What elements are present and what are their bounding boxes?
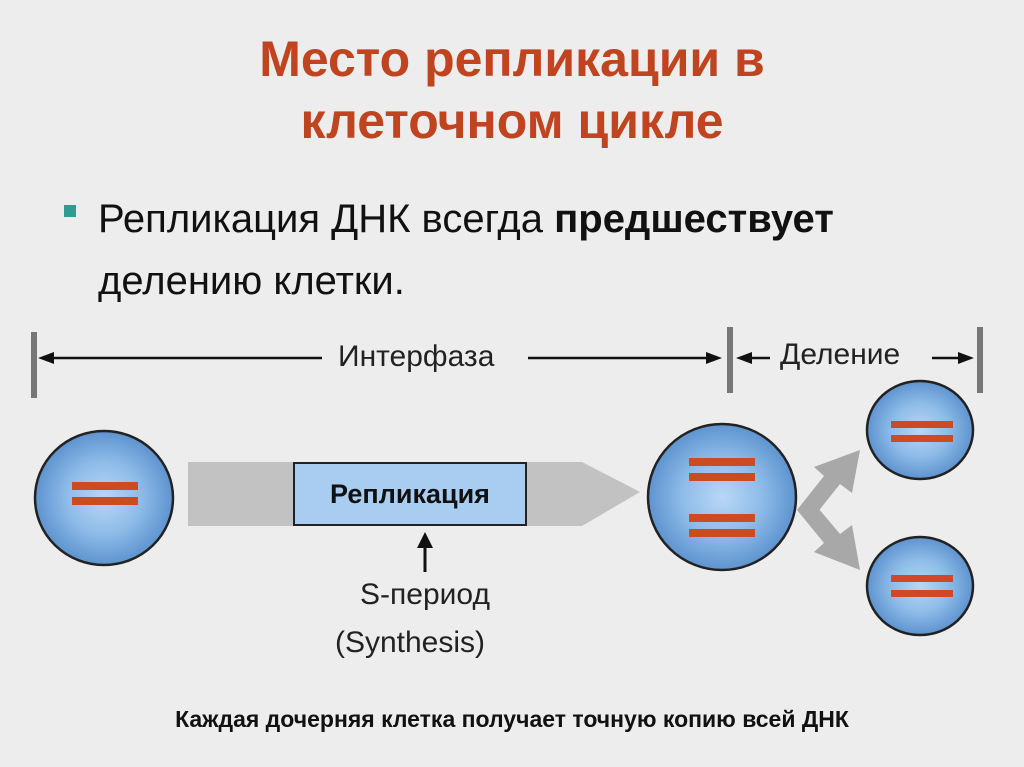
daughter-cell-bottom bbox=[865, 535, 975, 637]
bullet-text-end: делению клетки. bbox=[98, 259, 405, 303]
replication-box: Репликация bbox=[293, 462, 527, 526]
interphase-span-arrow bbox=[38, 352, 722, 364]
synthesis-label: (Synthesis) bbox=[334, 626, 486, 659]
s-period-pointer-arrow bbox=[417, 532, 433, 572]
timeline-middle-tick bbox=[727, 327, 733, 393]
footer-caption: Каждая дочерняя клетка получает точную к… bbox=[175, 706, 849, 732]
slide-title: Место репликации в клеточном цикле bbox=[0, 28, 1024, 152]
interphase-label: Интерфаза bbox=[338, 340, 495, 373]
division-span-arrow bbox=[736, 352, 974, 364]
title-line-2: клеточном цикле bbox=[300, 93, 724, 149]
replicated-cell bbox=[646, 422, 798, 572]
division-label: Деление bbox=[780, 338, 901, 371]
parent-cell bbox=[33, 429, 175, 567]
timeline-end-tick bbox=[977, 327, 983, 393]
daughter-cell-top bbox=[865, 379, 975, 481]
bullet-text-bold: предшествует bbox=[554, 197, 834, 241]
timeline-start-tick bbox=[31, 332, 37, 398]
bullet-text-start: Репликация ДНК всегда bbox=[98, 197, 555, 241]
title-line-1: Место репликации в bbox=[259, 31, 765, 87]
replication-label: Репликация bbox=[330, 478, 490, 509]
s-period-label: S-период bbox=[360, 578, 490, 611]
division-split-arrows bbox=[797, 450, 860, 570]
bullet-square-icon bbox=[64, 205, 76, 217]
bullet-text: Репликация ДНК всегда предшествует делен… bbox=[98, 188, 978, 312]
